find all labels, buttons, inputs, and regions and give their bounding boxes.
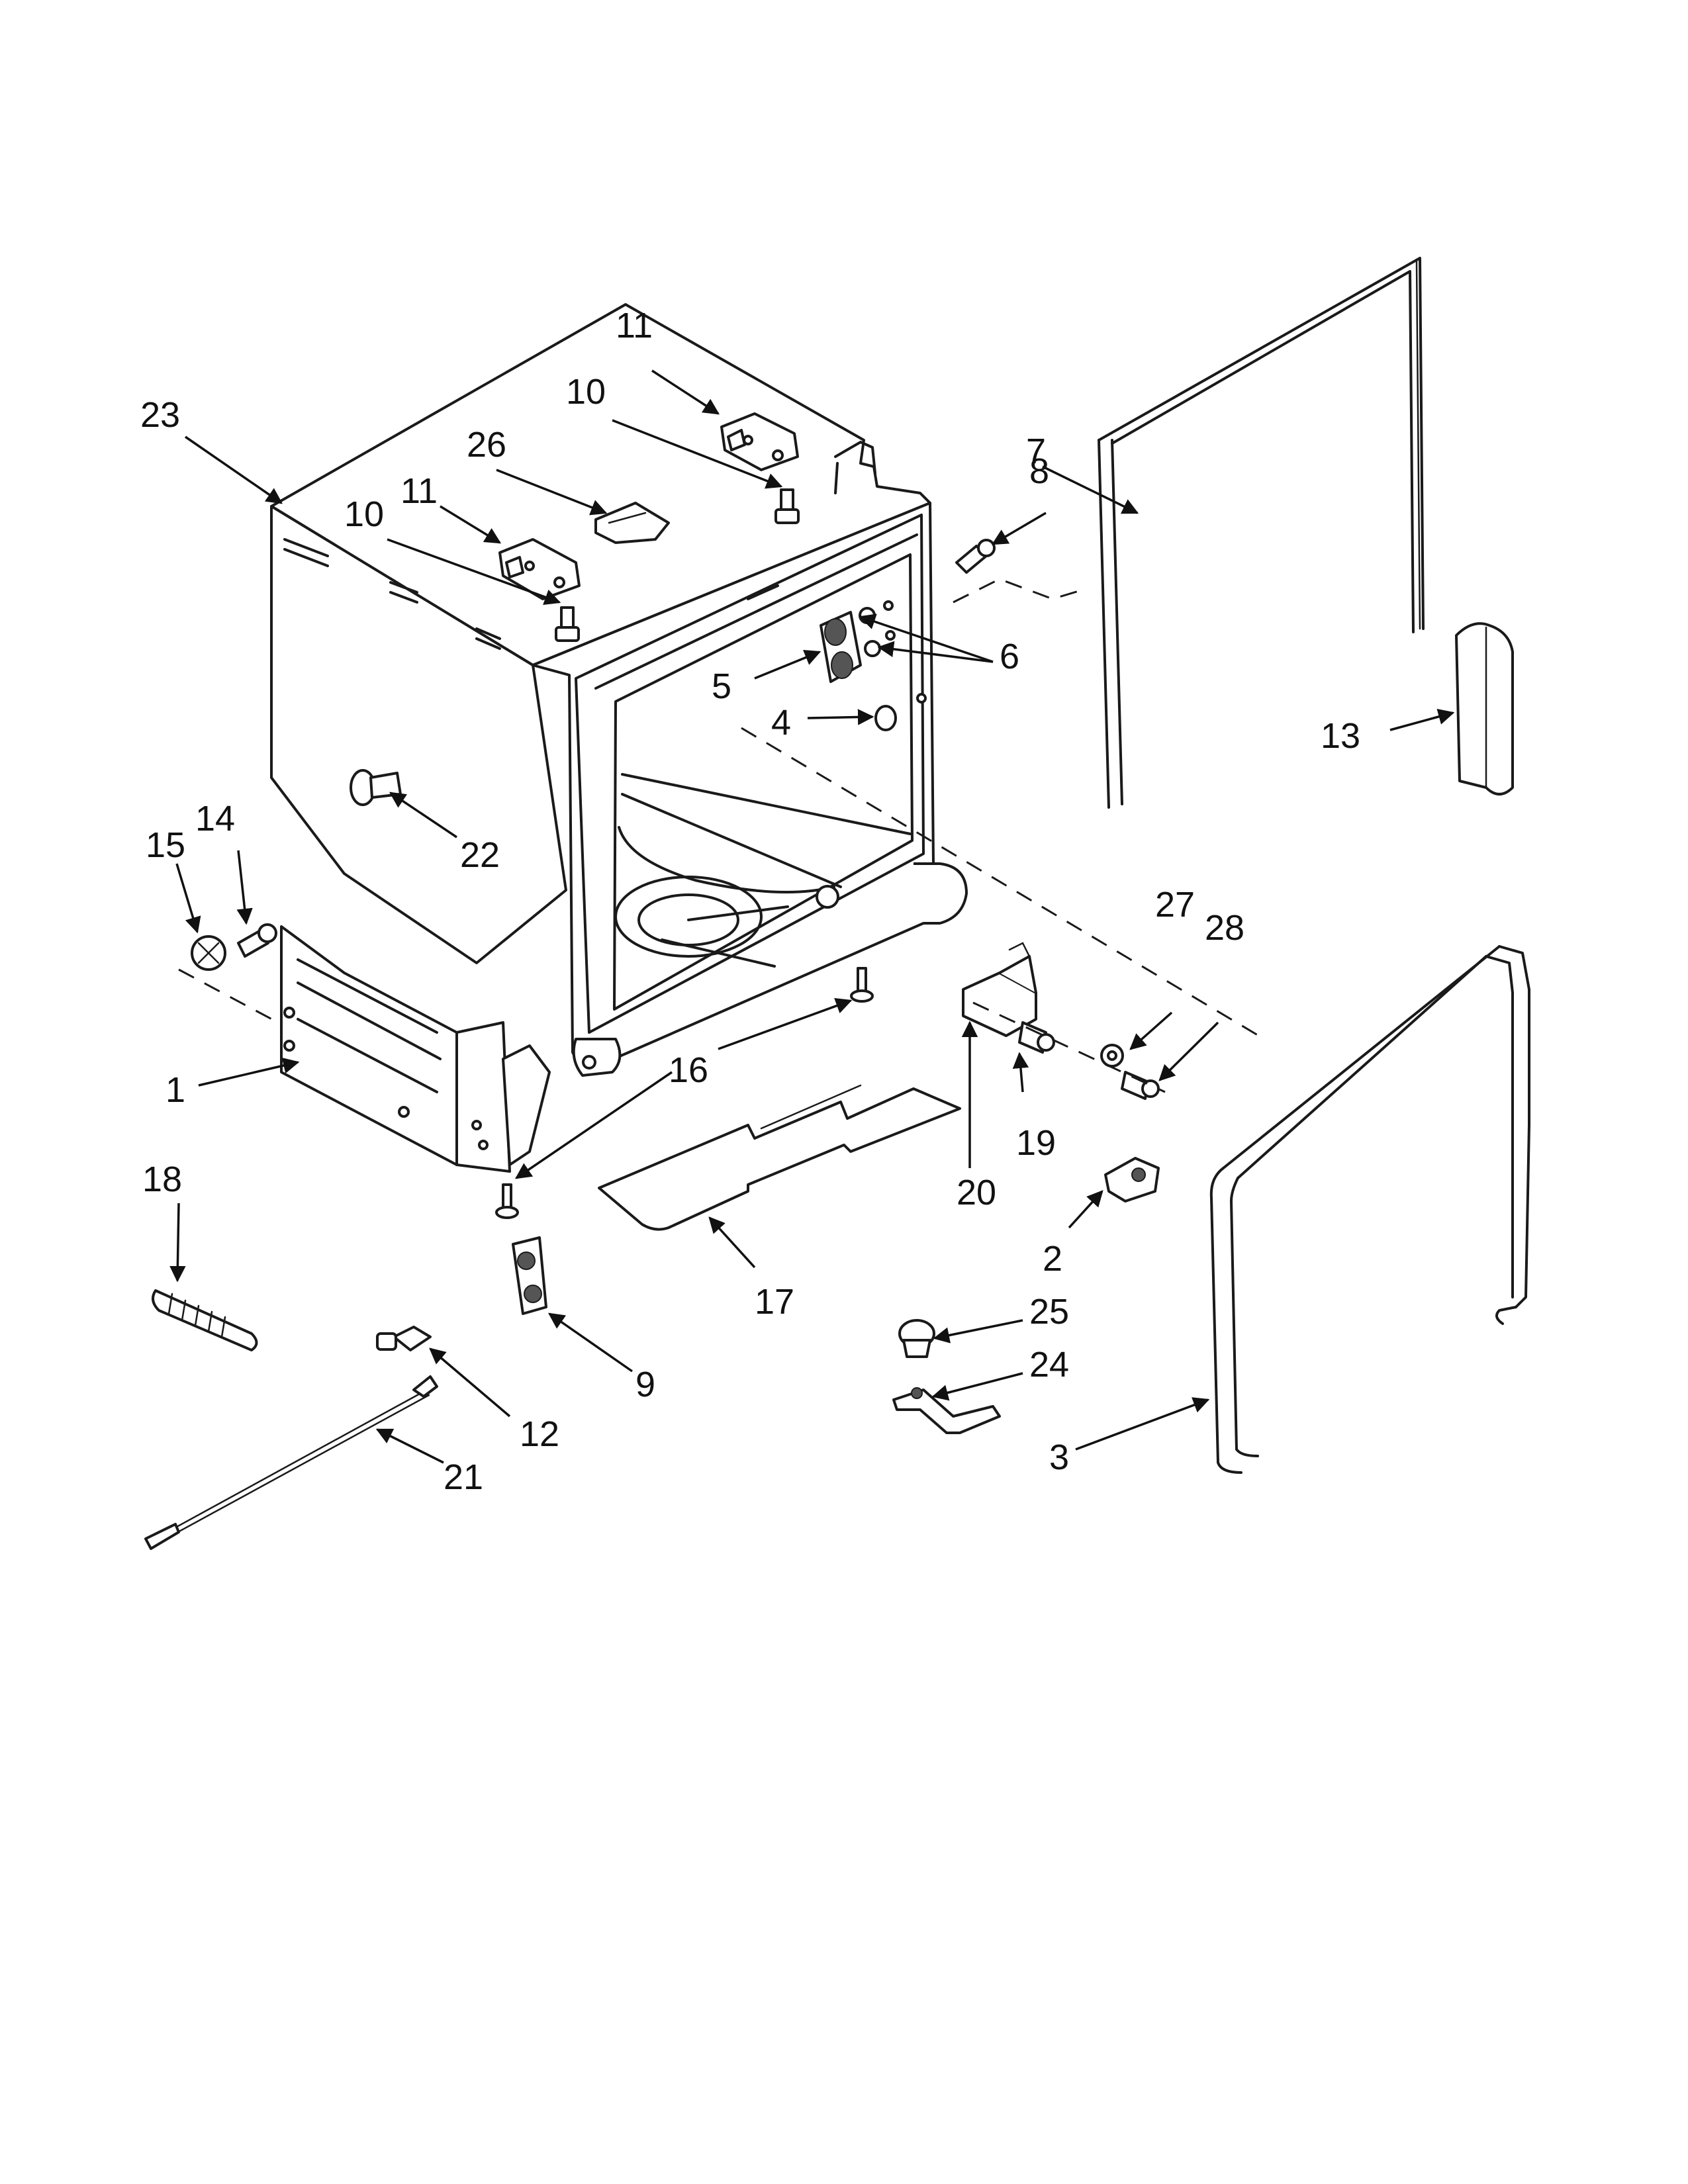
screw-lower [555,606,580,642]
nut-15 [191,935,226,971]
screw-28 [1121,1071,1160,1100]
screw-upper [774,488,800,524]
callout-3: 3 [1049,1437,1069,1477]
callout-16: 16 [669,1050,708,1090]
tub-gasket-3 [1209,945,1530,1474]
clip-5 [820,611,862,683]
callout-26: 26 [467,425,506,465]
callout-23: 23 [140,395,180,435]
callout-labels: 23 11 10 26 11 10 7 8 6 5 4 13 22 14 15 … [140,306,1360,1497]
door-gasket-7 [1098,257,1425,809]
callout-14: 14 [195,799,235,839]
leg-16-lower [495,1183,519,1219]
hinge-bracket-lower [498,538,581,600]
callout-4: 4 [771,703,791,743]
tub-assembly [270,303,968,1173]
insulation-tube-13 [1455,622,1514,796]
callout-10-upper: 10 [566,372,606,412]
callout-10-lower: 10 [344,494,384,534]
callout-21: 21 [444,1457,483,1497]
cap-25 [898,1319,935,1358]
callout-11-upper: 11 [616,306,653,345]
leg-16-upper [850,967,874,1003]
callout-6: 6 [1000,637,1019,676]
spring-18 [152,1289,258,1351]
screw-8 [955,539,996,574]
screw-12 [376,1326,432,1351]
bracket-20 [962,942,1037,1037]
bracket-24 [892,1387,1001,1434]
callout-18: 18 [142,1160,182,1199]
callout-12: 12 [520,1414,559,1454]
cable-21 [144,1375,438,1550]
callout-2: 2 [1043,1239,1062,1279]
shield-17 [598,1084,961,1231]
screw-19 [1018,1021,1055,1054]
callout-24: 24 [1029,1345,1069,1385]
callout-15: 15 [146,825,185,865]
clip-2 [1104,1157,1160,1203]
callout-8: 8 [1029,451,1049,491]
clip-9 [512,1236,547,1315]
callout-27: 27 [1155,885,1195,925]
callout-22: 22 [460,835,500,875]
hinge-bracket-upper [720,412,799,471]
callout-7: 7 [1026,432,1046,471]
callout-1: 1 [165,1070,185,1110]
washer-27 [1100,1044,1124,1068]
callout-25: 25 [1029,1292,1069,1332]
callout-13: 13 [1321,716,1360,756]
callout-20: 20 [957,1173,996,1212]
callout-5: 5 [712,666,731,706]
screw-14 [237,923,277,958]
callout-9: 9 [635,1365,655,1404]
leader-lines [169,369,1455,1464]
vent-clip [594,502,670,544]
callout-19: 19 [1016,1123,1056,1163]
callout-11-lower: 11 [400,471,438,511]
callout-17: 17 [755,1282,794,1322]
button-4 [874,693,927,731]
tub-plug-22 [350,769,402,806]
callout-28: 28 [1205,908,1244,948]
